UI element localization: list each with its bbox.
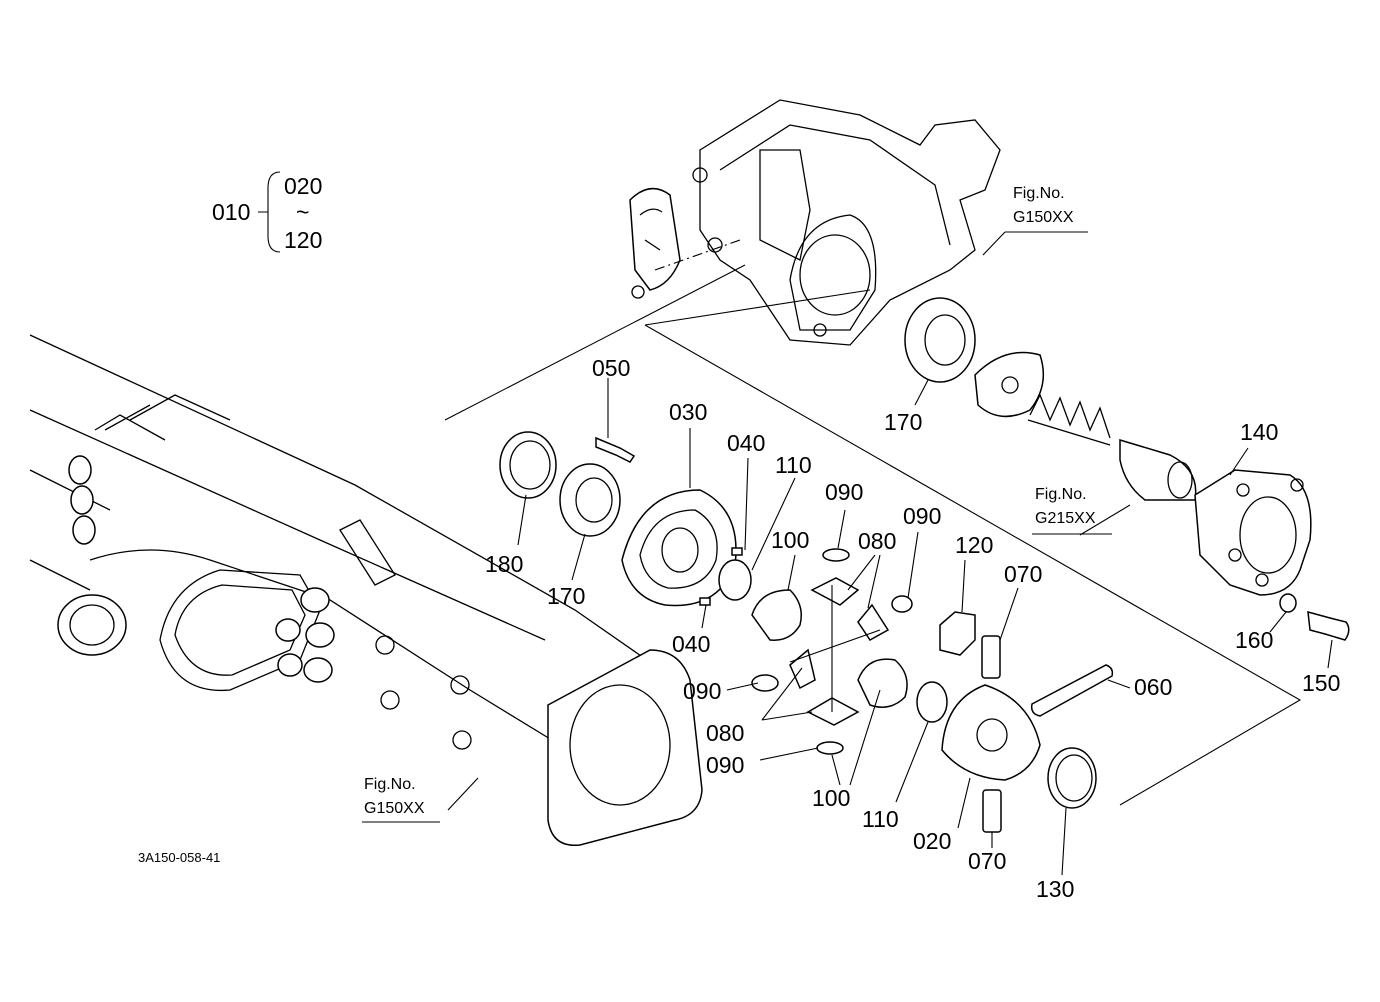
part-label: 170 (884, 409, 922, 435)
figure-ref-prefix: Fig.No. (1013, 185, 1065, 202)
figure-reference-3: Fig.No. G150XX (362, 776, 440, 823)
part-label: 070 (968, 848, 1006, 874)
figure-reference-2: Fig.No. G215XX (1032, 486, 1112, 535)
part-label: 080 (706, 720, 744, 746)
part-label: 100 (812, 785, 850, 811)
drawing-code: 3A150-058-41 (138, 850, 220, 865)
part-label: 130 (1036, 876, 1074, 902)
part-label: 090 (706, 752, 744, 778)
part-label: 110 (862, 806, 899, 832)
part-label: 030 (669, 399, 707, 425)
part-label: 150 (1302, 670, 1340, 696)
leader-lines (444, 231, 1333, 876)
part-label: 090 (903, 503, 941, 529)
part-label: 170 (547, 583, 585, 609)
part-label: 100 (771, 527, 809, 553)
part-label: 020 (913, 828, 951, 854)
part-label: 040 (727, 430, 765, 456)
part-label: 120 (955, 532, 993, 558)
assembly-brace (258, 171, 281, 253)
part-label: 070 (1004, 561, 1042, 587)
assembly-range-start: 020 (284, 173, 322, 199)
figure-ref-code: G150XX (1013, 209, 1074, 226)
assembly-range-end: 120 (284, 227, 322, 253)
part-label: 160 (1235, 627, 1273, 653)
part-label: 140 (1240, 419, 1278, 445)
figure-ref-code: G150XX (364, 800, 425, 817)
upper-right-parts (904, 297, 1350, 641)
assembly-range-note: 010 020 ~ 120 (212, 171, 322, 253)
part-label: 090 (683, 678, 721, 704)
part-label: 050 (592, 355, 630, 381)
figure-reference-1: Fig.No. G150XX (1005, 185, 1088, 233)
part-labels: 170 050 030 040 110 090 100 080 090 120 … (485, 355, 1340, 902)
figure-ref-prefix: Fig.No. (1035, 486, 1087, 503)
gear-case (629, 99, 1001, 346)
figure-ref-prefix: Fig.No. (364, 776, 416, 793)
part-label: 040 (672, 631, 710, 657)
assembly-range-tilde: ~ (296, 199, 309, 225)
axle-housing (29, 334, 703, 847)
part-label: 180 (485, 551, 523, 577)
part-label: 060 (1134, 674, 1172, 700)
part-label: 110 (775, 452, 812, 478)
assembly-id-label: 010 (212, 199, 250, 225)
differential-parts (499, 431, 1114, 833)
part-label: 090 (825, 479, 863, 505)
figure-ref-code: G215XX (1035, 510, 1096, 527)
part-label: 080 (858, 528, 896, 554)
